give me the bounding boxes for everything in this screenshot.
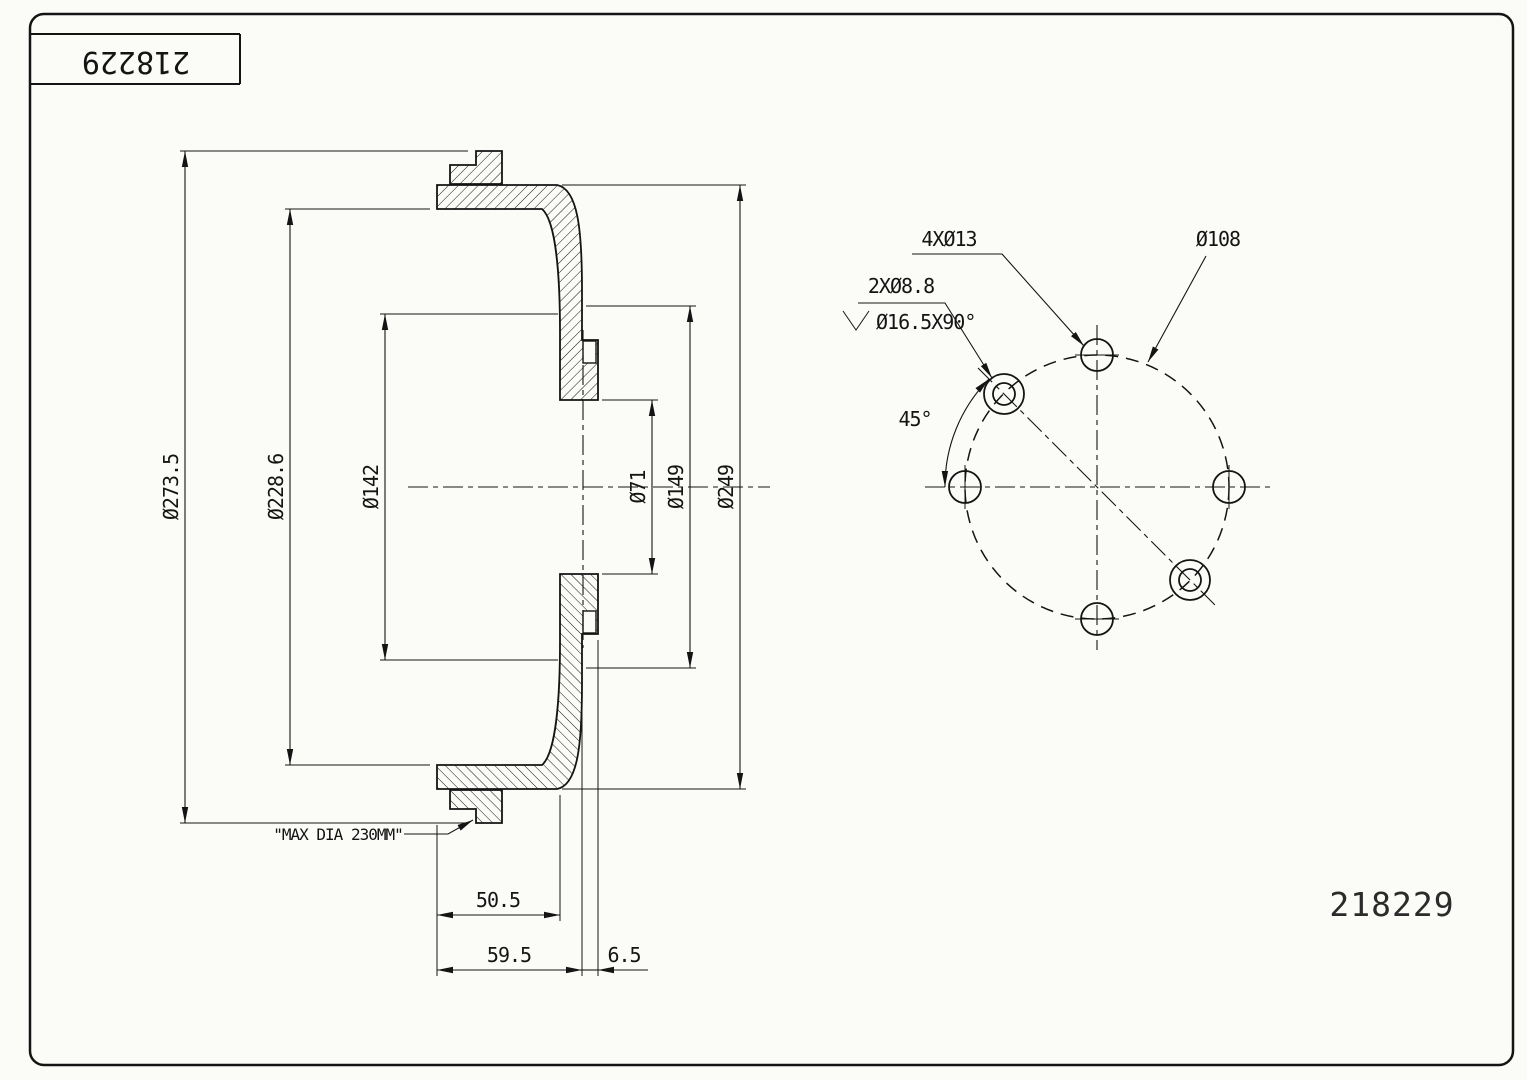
bolt-circle-leader [1147, 255, 1207, 363]
dim-label-drum-inner: Ø228.6 [264, 454, 288, 520]
extension-lines [180, 150, 746, 976]
section-upper-half [436, 150, 599, 401]
bolt-circle-label: Ø108 [1196, 227, 1240, 251]
section-view: Ø273.5 Ø228.6 Ø142 Ø71 Ø149 Ø249 50.5 59… [159, 150, 770, 976]
dim-label-depth-overall: 59.5 [487, 943, 531, 967]
dim-label-recess: Ø142 [359, 465, 383, 509]
title-block: 218229 [31, 33, 241, 85]
dim-label-outer-flange: Ø273.5 [159, 454, 183, 520]
csk-hole-lower-right [1169, 559, 1211, 601]
countersink-icon [842, 310, 870, 331]
csk-inner-circle [992, 382, 1016, 406]
angle-label: 45° [898, 407, 931, 431]
max-dia-leader [404, 819, 474, 835]
dim-label-depth-inner: 50.5 [476, 888, 520, 912]
bolt-holes-leader [912, 253, 1085, 347]
flange-tab [449, 150, 503, 185]
drum-section-profile [436, 184, 599, 401]
dim-label-hub-face: Ø149 [664, 465, 688, 509]
csk-spec-label: Ø16.5X90° [876, 310, 975, 334]
dim-label-pilot-depth: 6.5 [607, 943, 640, 967]
max-dia-note: "MAX DIA 230MM" [273, 825, 403, 844]
sheet-border [28, 12, 1515, 1067]
angle-arc [941, 378, 990, 488]
corner-part-number: 218229 [1329, 885, 1454, 924]
dim-label-center-bore: Ø71 [626, 470, 650, 503]
csk-inner-circle [1178, 568, 1202, 592]
section-centerlines [408, 330, 770, 648]
bolt-view-centerlines [925, 325, 1270, 650]
dim-label-drum-outer: Ø249 [714, 465, 738, 509]
title-block-frame [31, 33, 241, 85]
section-lower-half [436, 573, 599, 824]
csk-holes-label: 2XØ8.8 [868, 274, 934, 298]
bolt-pattern-view: 45° 4XØ13 Ø108 2XØ8.8 Ø16.5X90° [842, 227, 1270, 650]
bolt-holes-label: 4XØ13 [921, 227, 976, 251]
bolt-hole-ticks [964, 354, 1230, 620]
csk-outer-circle [1169, 559, 1211, 601]
csk-holes-leader [858, 302, 993, 379]
stud-hole [582, 340, 597, 364]
title-block-part-number: 218229 [82, 44, 190, 79]
